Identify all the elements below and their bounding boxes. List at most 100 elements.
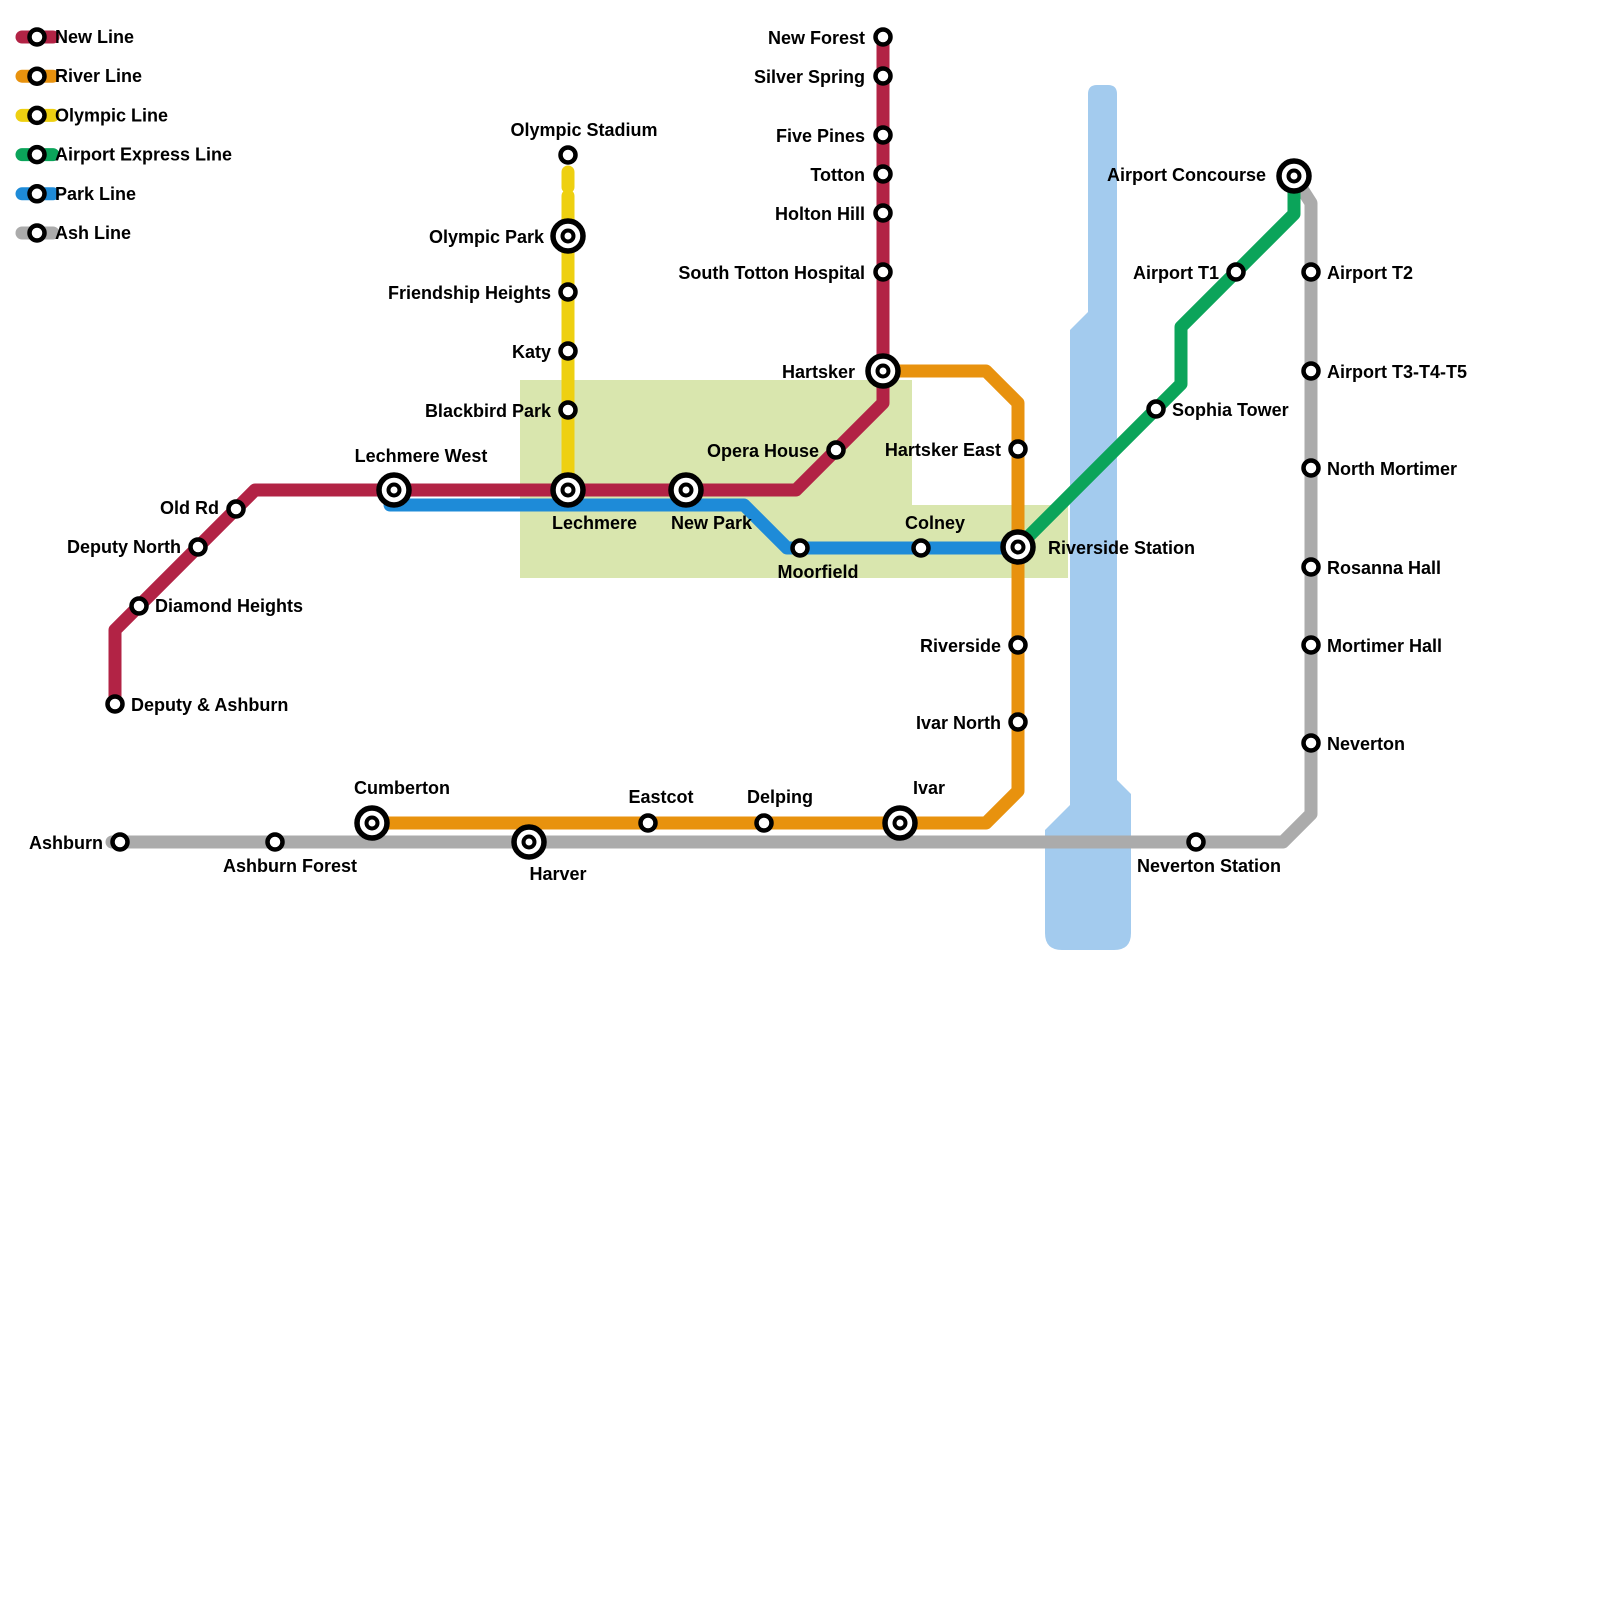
station-marker (1186, 832, 1206, 852)
interchange-marker-inner (1010, 539, 1026, 555)
station-label-friendship-heights: Friendship Heights (388, 283, 551, 303)
station-marker (911, 538, 931, 558)
legend-station-icon (27, 184, 47, 204)
station-label-colney: Colney (905, 513, 965, 533)
station-hartsker-east (1008, 439, 1028, 459)
legend-item-river-line: River Line (15, 66, 142, 86)
legend-label-olympic-line: Olympic Line (55, 105, 168, 125)
river (1045, 85, 1131, 950)
legend-item-olympic-line: Olympic Line (15, 105, 168, 125)
station-label-delping: Delping (747, 787, 813, 807)
station-friendship-heights (558, 282, 578, 302)
station-katy (558, 341, 578, 361)
station-riverside (1008, 635, 1028, 655)
station-label-cumberton: Cumberton (354, 778, 450, 798)
station-deputy-north (188, 537, 208, 557)
station-marker (873, 262, 893, 282)
station-marker (1301, 361, 1321, 381)
station-label-riverside: Riverside (920, 636, 1001, 656)
line-path-new-line (108, 30, 890, 711)
station-eastcot (638, 813, 658, 833)
station-label-eastcot: Eastcot (628, 787, 693, 807)
station-south-totton-hospital (873, 262, 893, 282)
station-airport-t2 (1301, 262, 1321, 282)
legend-label-new-line: New Line (55, 27, 134, 47)
park-area (520, 380, 1068, 578)
legend-station-icon (27, 223, 47, 243)
station-north-mortimer (1301, 458, 1321, 478)
station-marker (1226, 262, 1246, 282)
station-sophia-tower (1146, 399, 1166, 419)
station-olympic-park (550, 218, 586, 254)
station-lechmere (550, 472, 586, 508)
station-cumberton (354, 805, 390, 841)
station-marker (558, 400, 578, 420)
line-path-airport-express-line (1011, 170, 1301, 554)
station-marker (1008, 439, 1028, 459)
station-marker (226, 499, 246, 519)
station-ashburn (110, 832, 130, 852)
legend-label-river-line: River Line (55, 66, 142, 86)
interchange-marker-inner (1286, 168, 1302, 184)
station-label-neverton-station: Neverton Station (1137, 856, 1281, 876)
station-olympic-stadium (558, 145, 578, 165)
station-airport-concourse (1276, 158, 1312, 194)
station-label-airport-concourse: Airport Concourse (1107, 165, 1266, 185)
station-marker (873, 164, 893, 184)
station-marker (638, 813, 658, 833)
station-label-moorfield: Moorfield (778, 562, 859, 582)
stations-layer (105, 27, 1321, 860)
station-moorfield (790, 538, 810, 558)
station-label-totton: Totton (810, 165, 865, 185)
station-colney (911, 538, 931, 558)
station-label-hartsker: Hartsker (782, 362, 855, 382)
interchange-marker-inner (678, 482, 694, 498)
station-marker (105, 694, 125, 714)
station-marker (110, 832, 130, 852)
station-new-forest (873, 27, 893, 47)
station-hartsker (865, 353, 901, 389)
station-label-old-rd: Old Rd (160, 498, 219, 518)
station-five-pines (873, 125, 893, 145)
legend-item-new-line: New Line (15, 27, 134, 47)
interchange-marker-inner (875, 363, 891, 379)
station-marker (1301, 262, 1321, 282)
station-harver (511, 824, 547, 860)
station-marker (873, 125, 893, 145)
station-riverside-station (1000, 529, 1036, 565)
station-label-airport-t3-t4-t5: Airport T3-T4-T5 (1327, 362, 1467, 382)
station-delping (754, 813, 774, 833)
line-ash-line (105, 171, 1318, 849)
station-lechmere-west (376, 472, 412, 508)
legend-item-airport-express-line: Airport Express Line (15, 145, 232, 165)
legend-item-park-line: Park Line (15, 184, 136, 204)
station-label-ashburn: Ashburn (29, 833, 103, 853)
interchange-marker-inner (386, 482, 402, 498)
legend-label-airport-express-line: Airport Express Line (55, 145, 232, 165)
station-marker (188, 537, 208, 557)
station-label-olympic-park: Olympic Park (429, 227, 545, 247)
station-label-mortimer-hall: Mortimer Hall (1327, 636, 1442, 656)
station-marker (558, 282, 578, 302)
lines-layer (105, 30, 1318, 849)
interchange-marker-inner (560, 482, 576, 498)
station-marker (1301, 635, 1321, 655)
station-label-diamond-heights: Diamond Heights (155, 596, 303, 616)
station-marker (1008, 712, 1028, 732)
legend-station-icon (27, 66, 47, 86)
interchange-marker-inner (364, 815, 380, 831)
station-silver-spring (873, 66, 893, 86)
station-deputy-ashburn (105, 694, 125, 714)
station-label-harver: Harver (529, 864, 586, 884)
station-label-riverside-station: Riverside Station (1048, 538, 1195, 558)
station-marker (754, 813, 774, 833)
station-label-deputy-north: Deputy North (67, 537, 181, 557)
station-marker (826, 440, 846, 460)
station-ivar (882, 805, 918, 841)
line-path-ash-line (105, 171, 1318, 849)
station-marker (790, 538, 810, 558)
